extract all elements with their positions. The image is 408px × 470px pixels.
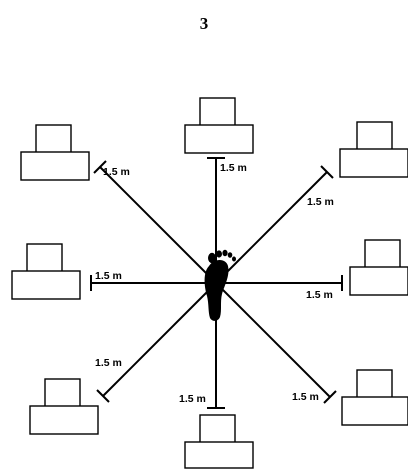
page-number: 3	[199, 14, 209, 33]
ray-bottom-left	[102, 282, 217, 397]
distance-rays	[90, 157, 343, 409]
station-left	[11, 243, 81, 300]
label-left: 1.5 m	[95, 270, 122, 282]
station-top-right	[339, 121, 408, 178]
ray-bottom-right-cap	[323, 390, 337, 404]
label-top: 1.5 m	[220, 162, 247, 174]
station-top	[184, 97, 254, 154]
ray-bottom-right	[215, 282, 331, 398]
ray-bottom-left-cap	[96, 389, 110, 403]
label-bottom-left: 1.5 m	[95, 357, 122, 369]
ray-top-left	[99, 166, 217, 284]
ray-top-right	[215, 171, 328, 284]
label-top-left: 1.5 m	[103, 166, 130, 178]
station-bottom	[184, 414, 254, 469]
station-top-left	[20, 124, 90, 181]
footprint-icon	[204, 249, 236, 321]
label-bottom-right: 1.5 m	[292, 391, 319, 403]
station-bottom-left	[29, 378, 99, 435]
station-bottom-right	[341, 369, 408, 426]
ray-top-right-cap	[320, 165, 334, 179]
label-bottom: 1.5 m	[179, 393, 206, 405]
station-right	[349, 239, 408, 296]
label-right: 1.5 m	[306, 289, 333, 301]
label-top-right: 1.5 m	[307, 196, 334, 208]
ray-top-left-cap	[93, 160, 107, 174]
